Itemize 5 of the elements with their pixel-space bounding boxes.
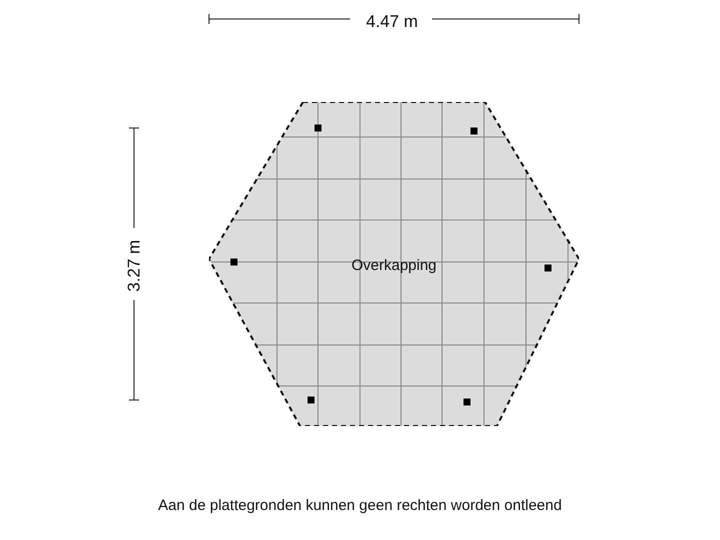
disclaimer-note: Aan de plattegronden kunnen geen rechten worden ontleend <box>157 496 563 516</box>
area-outline <box>209 102 579 426</box>
dimension-label: 4.47 m <box>365 11 419 33</box>
dimension-label: 3.27 m <box>123 238 144 294</box>
room-label: Overkapping <box>351 256 437 276</box>
